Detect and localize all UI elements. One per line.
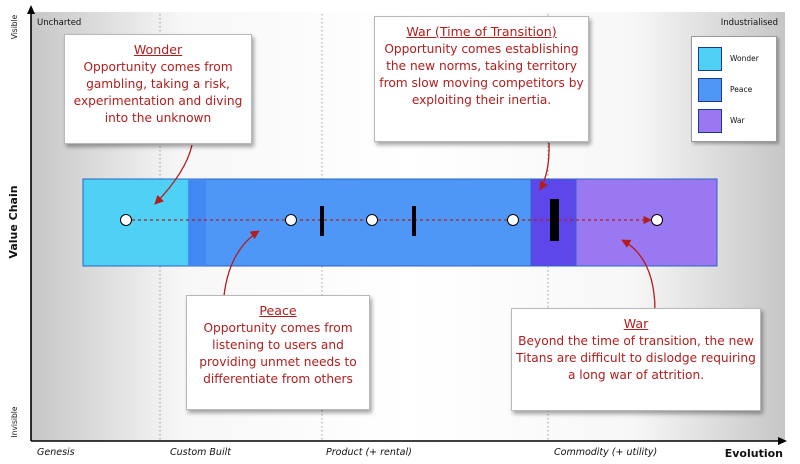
y-axis-bottom-label: Invisible — [10, 406, 19, 437]
wonder-callout-title: Wonder — [133, 42, 183, 57]
war-transition-callout-body: Opportunity comes establishing the new n… — [379, 42, 584, 107]
legend-swatch-wonder — [698, 46, 722, 71]
legend-swatch-war — [698, 108, 722, 133]
legend-item-wonder: Wonder — [698, 43, 770, 74]
inertia-marker-1 — [320, 206, 324, 236]
transition-inertia-marker — [550, 199, 559, 241]
legend-item-war: War — [698, 105, 770, 136]
x-axis-arrowhead — [778, 437, 787, 445]
legend-label-war: War — [730, 116, 745, 125]
y-axis-arrowhead — [27, 5, 35, 14]
corner-label-uncharted: Uncharted — [37, 18, 81, 28]
stage-node — [366, 214, 378, 226]
stage-node — [651, 214, 663, 226]
inertia-marker-2 — [412, 206, 416, 236]
stage-label-commodity: Commodity (+ utility) — [554, 447, 657, 458]
war-callout: War Beyond the time of transition, the n… — [511, 308, 761, 411]
war-pointer-arrow — [621, 239, 656, 312]
war-callout-title: War — [623, 316, 649, 331]
transition-pointer-arrow — [539, 142, 550, 191]
stage-node — [285, 214, 297, 226]
wonder-callout-body: Opportunity comes from gambling, taking … — [73, 60, 243, 125]
stage-node — [507, 214, 519, 226]
y-axis-top-label: Visible — [10, 14, 19, 39]
war-transition-callout: War (Time of Transition) Opportunity com… — [374, 16, 589, 142]
peace-callout-body: Opportunity comes from listening to user… — [199, 321, 357, 386]
wonder-band — [82, 178, 191, 267]
legend-label-wonder: Wonder — [730, 54, 759, 63]
x-axis-title: Evolution — [725, 447, 783, 460]
war-band — [575, 178, 718, 267]
peace-callout-title: Peace — [259, 303, 297, 318]
peace-callout: Peace Opportunity comes from listening t… — [186, 295, 370, 410]
legend-swatch-peace — [698, 77, 722, 102]
wonder-callout: Wonder Opportunity comes from gambling, … — [64, 34, 252, 144]
corner-label-industrialised: Industrialised — [721, 18, 778, 28]
legend-label-peace: Peace — [730, 85, 753, 94]
wonder-peace-overlap — [188, 179, 206, 266]
legend: Wonder Peace War — [691, 36, 777, 142]
peace-band — [189, 178, 532, 267]
y-axis-title: Value Chain — [7, 185, 20, 258]
stage-node — [120, 214, 132, 226]
war-transition-callout-title: War (Time of Transition) — [406, 24, 557, 39]
stage-label-genesis: Genesis — [37, 447, 75, 458]
war-callout-body: Beyond the time of transition, the new T… — [516, 334, 756, 382]
stage-label-custom-built: Custom Built — [170, 447, 232, 458]
stage-label-product: Product (+ rental) — [326, 447, 412, 458]
legend-item-peace: Peace — [698, 74, 770, 105]
wonder-pointer-arrow — [154, 144, 193, 205]
